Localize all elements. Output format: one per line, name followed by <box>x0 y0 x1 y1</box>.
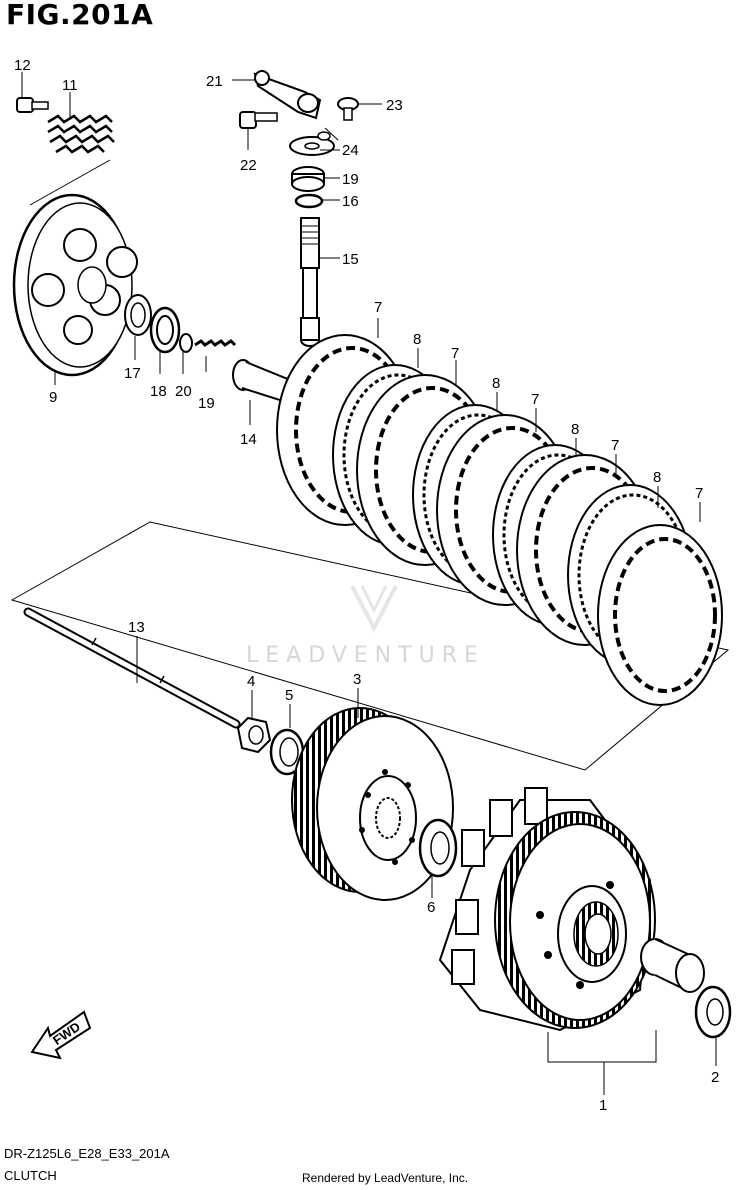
callout-16: 17 <box>124 365 141 382</box>
washer-20 <box>179 333 193 353</box>
callout-7d: 7 <box>611 437 619 454</box>
callout-18: 19 <box>342 171 359 188</box>
adjuster-screw-19 <box>194 339 237 347</box>
clutch-spring <box>47 114 115 154</box>
callout-20: 20 <box>175 383 192 400</box>
callout-1: 1 <box>599 1097 607 1114</box>
leader-lines <box>21 72 717 1095</box>
callout-11: 12 <box>14 57 31 74</box>
callout-7a: 7 <box>374 299 382 316</box>
thrust-washer-6 <box>418 818 458 878</box>
callout-8d: 8 <box>653 469 661 486</box>
callout-17: 18 <box>150 383 167 400</box>
model-code: DR-Z125L6_E28_E33_201A <box>4 1146 170 1161</box>
callout-labels: 12 11 21 23 22 24 19 16 15 17 18 20 19 9… <box>14 57 719 1114</box>
pressure-plate <box>12 193 138 377</box>
callout-4: 4 <box>247 673 255 690</box>
callout-9: 9 <box>49 389 57 406</box>
callout-24: 24 <box>342 142 359 159</box>
clutch-sleeve-hub-3 <box>291 707 454 901</box>
bolt-22 <box>239 111 278 129</box>
callout-13: 14 <box>240 431 257 448</box>
screw-23 <box>337 97 359 121</box>
callout-8c: 8 <box>571 421 579 438</box>
callout-6: 6 <box>427 899 435 916</box>
drive-plate-7e <box>597 524 723 706</box>
callout-8b: 8 <box>492 375 500 392</box>
o-ring-15 <box>294 193 324 209</box>
thrust-bearing-17 <box>149 306 181 354</box>
callout-7c: 7 <box>531 391 539 408</box>
watermark-text: LEADVENTURE <box>246 643 485 668</box>
callout-7e: 7 <box>695 485 703 502</box>
callout-2: 2 <box>711 1069 719 1086</box>
group-name: CLUTCH <box>4 1168 57 1183</box>
clutch-nut-4 <box>236 716 272 754</box>
callout-15: 16 <box>342 193 359 210</box>
guide-lines <box>10 127 730 771</box>
callout-12: 13 <box>128 619 145 636</box>
washer-16 <box>124 294 152 336</box>
clutch-plate-stack <box>276 334 723 706</box>
thrust-washer-2 <box>694 985 732 1039</box>
push-rod-12 <box>23 607 241 729</box>
callout-21: 21 <box>206 73 223 90</box>
render-credit: Rendered by LeadVenture, Inc. <box>302 1171 469 1185</box>
callout-14: 15 <box>342 251 359 268</box>
spring-bolt <box>16 97 49 113</box>
callout-3: 3 <box>353 671 361 688</box>
release-lever-21 <box>253 70 322 120</box>
release-shaft-14 <box>300 217 320 347</box>
spacer-sleeve <box>640 938 705 993</box>
callout-8a: 8 <box>413 331 421 348</box>
callout-19: 19 <box>198 395 215 412</box>
callout-10: 11 <box>62 77 78 94</box>
callout-22: 22 <box>240 157 257 174</box>
figure-title: FIG.201A <box>6 0 154 31</box>
callout-7b: 7 <box>451 345 459 362</box>
forward-direction-arrow: FWD <box>30 1010 92 1060</box>
oil-seal-18 <box>291 166 325 192</box>
callout-5: 5 <box>285 687 293 704</box>
primary-driven-gear-1 <box>438 787 656 1032</box>
callout-23: 23 <box>386 97 403 114</box>
plate-24 <box>289 131 335 156</box>
watermark-logo <box>350 585 398 633</box>
